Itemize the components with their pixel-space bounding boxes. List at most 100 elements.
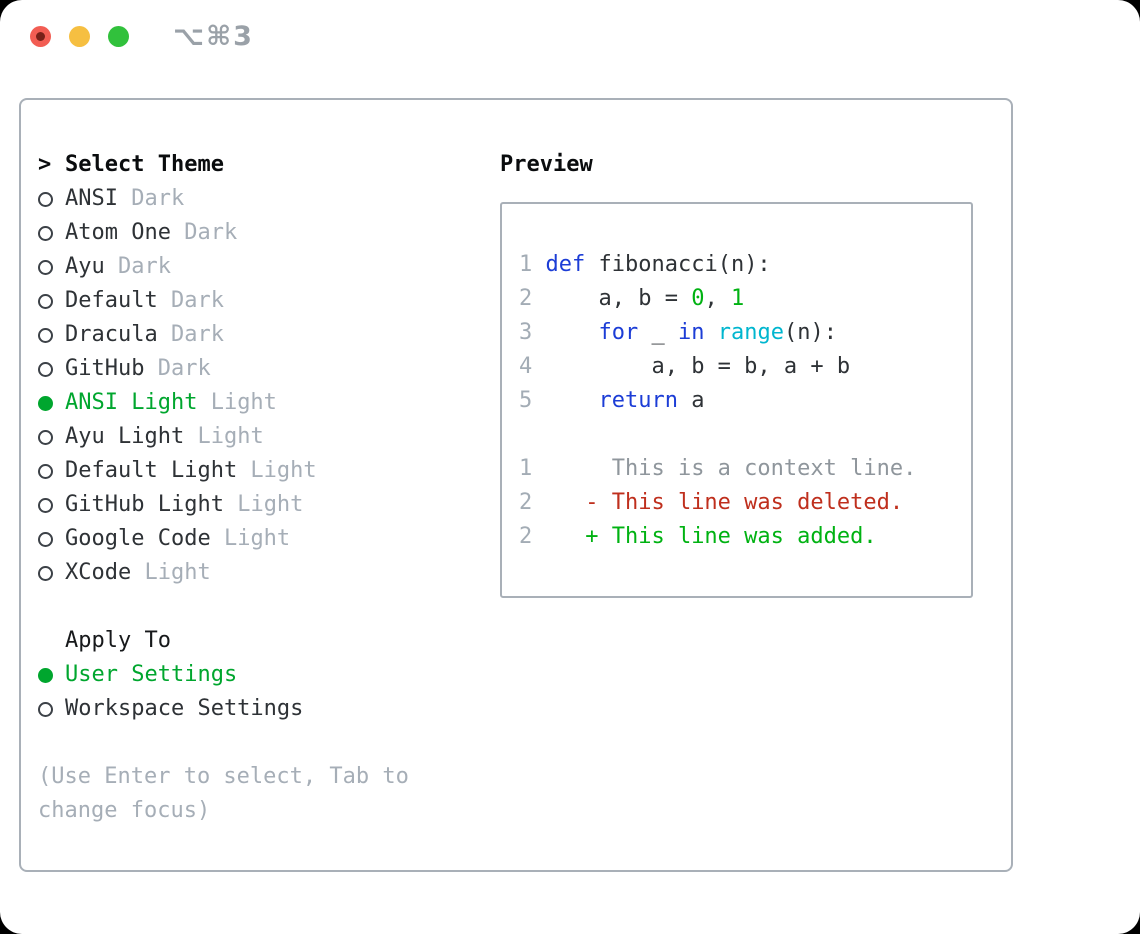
code-token: , <box>704 286 731 311</box>
code-token: _ <box>638 320 678 345</box>
radio-icon <box>38 225 53 241</box>
theme-variant-label: Dark <box>170 220 238 245</box>
code-line-8: 2 - This line was deleted. <box>519 486 971 520</box>
theme-variant-label: Light <box>237 458 317 483</box>
theme-name: Atom One <box>65 220 171 245</box>
titlebar: ⌥⌘3 <box>0 0 1140 72</box>
preview-header: Preview <box>500 148 973 182</box>
theme-name: Default <box>65 288 158 313</box>
preview-panel: Preview 1 def fibonacci(n):2 a, b = 0, 1… <box>500 148 973 598</box>
help-text: (Use Enter to select, Tab to change focu… <box>38 764 409 823</box>
radio-icon <box>38 565 53 581</box>
theme-option-ayu[interactable]: Ayu Dark <box>38 250 458 284</box>
code-token: return <box>598 388 678 413</box>
radio-icon <box>38 463 53 479</box>
code-token: a, b = <box>532 286 692 311</box>
blank-line <box>519 418 971 452</box>
theme-option-github-light[interactable]: GitHub Light Light <box>38 488 458 522</box>
bullet-column <box>38 565 65 581</box>
code-line-7: 1 This is a context line. <box>519 452 971 486</box>
radio-selected-icon <box>38 667 53 683</box>
theme-option-google-code[interactable]: Google Code Light <box>38 522 458 556</box>
bullet-column <box>38 531 65 547</box>
theme-option-ansi[interactable]: ANSI Dark <box>38 182 458 216</box>
theme-list-header: > Select Theme <box>38 148 458 182</box>
radio-selected-icon <box>38 395 53 411</box>
theme-option-ayu-light[interactable]: Ayu Light Light <box>38 420 458 454</box>
code-token: a, b = b, a + b <box>532 354 851 379</box>
theme-option-xcode[interactable]: XCode Light <box>38 556 458 590</box>
theme-variant-label: Light <box>210 526 291 551</box>
radio-icon <box>38 531 53 547</box>
code-token: for <box>598 320 639 345</box>
line-number: 2 <box>519 524 533 549</box>
code-token: - This line was deleted. <box>532 490 904 515</box>
apply-to-header: Apply To <box>38 624 458 658</box>
code-token: This is a context line. <box>532 456 917 481</box>
theme-variant-label: Dark <box>144 356 211 381</box>
theme-name: GitHub <box>65 356 145 381</box>
bullet-column <box>38 327 65 343</box>
code-line-1: 1 def fibonacci(n): <box>519 248 971 282</box>
code-token: def <box>545 252 586 277</box>
radio-icon <box>38 429 53 445</box>
theme-name: Google Code <box>65 526 211 551</box>
bullet-column <box>38 395 65 411</box>
code-token: 0 <box>691 286 705 311</box>
code-token: 1 <box>730 286 745 311</box>
bullet-column <box>38 429 65 445</box>
radio-icon <box>38 293 53 309</box>
minimize-button[interactable] <box>69 25 90 47</box>
preview-title: Preview <box>500 152 593 177</box>
apply-option-label: User Settings <box>65 662 238 687</box>
code-line-2: 2 a, b = 0, 1 <box>519 282 971 316</box>
theme-option-atom-one[interactable]: Atom One Dark <box>38 216 458 250</box>
window-shortcut-label: ⌥⌘3 <box>173 20 254 52</box>
code-token: in <box>677 320 705 345</box>
theme-variant-label: Light <box>223 492 304 517</box>
radio-icon <box>38 497 53 513</box>
apply-option-workspace-settings[interactable]: Workspace Settings <box>38 692 458 726</box>
line-number: 5 <box>519 388 533 413</box>
radio-icon <box>38 259 53 275</box>
radio-icon <box>38 361 53 377</box>
code-token <box>532 388 598 413</box>
apply-option-user-settings[interactable]: User Settings <box>38 658 458 692</box>
line-number: 2 <box>519 286 533 311</box>
theme-option-dracula[interactable]: Dracula Dark <box>38 318 458 352</box>
theme-name: Ayu Light <box>65 424 185 449</box>
bullet-column <box>38 497 65 513</box>
theme-option-default[interactable]: Default Dark <box>38 284 458 318</box>
traffic-lights <box>30 25 129 47</box>
code-token: + This line was added. <box>532 524 877 549</box>
theme-name: ANSI Light <box>65 390 198 415</box>
bullet-column <box>38 361 65 377</box>
zoom-button[interactable] <box>108 25 129 47</box>
theme-name: XCode <box>65 560 132 585</box>
apply-option-label: Workspace Settings <box>65 696 304 721</box>
radio-icon <box>38 701 53 717</box>
theme-list-title: Select Theme <box>65 152 224 177</box>
line-number: 1 <box>519 456 533 481</box>
code-token: a <box>677 388 705 413</box>
theme-option-github[interactable]: GitHub Dark <box>38 352 458 386</box>
theme-name: Default Light <box>65 458 238 483</box>
code-token <box>532 320 598 345</box>
line-number: 4 <box>519 354 533 379</box>
theme-option-default-light[interactable]: Default Light Light <box>38 454 458 488</box>
theme-variant-label: Light <box>197 390 277 415</box>
code-token: fibonacci(n): <box>585 252 771 277</box>
bullet-column <box>38 701 65 717</box>
bullet-column <box>38 191 65 207</box>
close-button[interactable] <box>30 25 51 47</box>
code-token: (n): <box>783 320 837 345</box>
spacer <box>38 590 458 624</box>
theme-option-ansi-light[interactable]: ANSI Light Light <box>38 386 458 420</box>
theme-variant-label: Dark <box>157 322 224 347</box>
cursor-prompt-icon: > <box>38 152 52 177</box>
bullet-column <box>38 667 65 683</box>
